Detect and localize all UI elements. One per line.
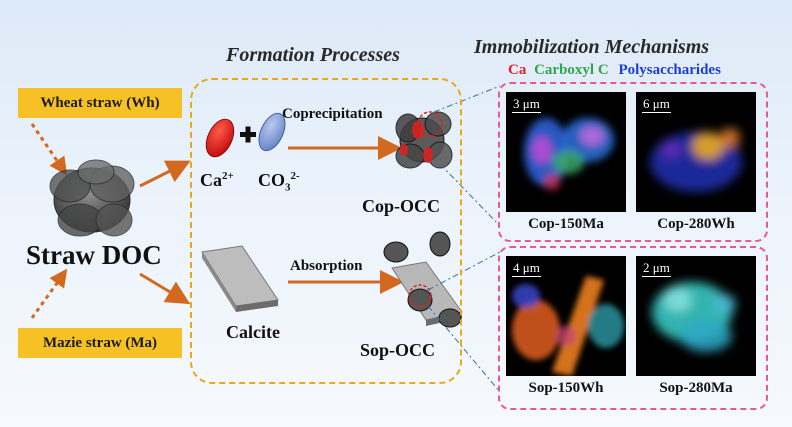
caption-cop-280wh: Cop-280Wh <box>657 216 735 232</box>
straw-doc-label: Straw DOC <box>26 240 162 270</box>
co3-ion-label: CO32- <box>258 170 300 194</box>
legend-ca: Ca <box>508 62 527 78</box>
micrograph-cop-150ma: 3 μm <box>506 92 626 212</box>
micrograph-sop-280ma: 2 μm <box>636 256 756 376</box>
cop-connector-top <box>433 85 501 113</box>
legend-polysaccharides: Polysaccharides <box>618 62 721 78</box>
calcite-label: Calcite <box>226 322 280 342</box>
sop-images-panel <box>498 246 768 410</box>
caption-sop-150wh: Sop-150Wh <box>528 380 604 396</box>
sop-occ-particle <box>383 231 463 328</box>
ca-ion-shape <box>205 118 235 158</box>
wheat-to-doc-arrow <box>30 123 68 176</box>
formation-panel <box>190 78 462 384</box>
micrograph-sop-150wh: 4 μm <box>506 256 626 376</box>
co3-ion-shape <box>258 112 286 152</box>
cop-occ-cluster <box>395 111 453 169</box>
micrograph-cop-280wh: 6 μm <box>636 92 756 212</box>
straw-doc-blob <box>49 159 135 237</box>
cop-images-panel <box>498 82 768 242</box>
cop-occ-label: Cop-OCC <box>362 196 441 216</box>
doc-to-cop-arrow <box>139 160 191 188</box>
caption-cop-150ma: Cop-150Ma <box>528 216 604 232</box>
immobilization-title: Immobilization Mechanisms <box>474 36 710 58</box>
element-legend: Ca Carboxyl C Polysaccharides <box>508 62 721 79</box>
cop-connector-bottom <box>439 163 501 227</box>
coprecipitation-label: Coprecipitation <box>282 106 383 122</box>
formation-title: Formation Processes <box>226 44 400 66</box>
maize-straw-label: Mazie straw (Ma) <box>18 328 182 358</box>
calcite-slab <box>201 245 279 312</box>
caption-sop-280ma: Sop-280Ma <box>659 380 733 396</box>
maize-to-doc-arrow <box>30 268 68 319</box>
sop-connector-bottom <box>427 305 501 393</box>
legend-carboxyl: Carboxyl C <box>534 62 609 78</box>
sop-occ-label: Sop-OCC <box>360 340 436 360</box>
wheat-straw-label: Wheat straw (Wh) <box>18 88 182 118</box>
absorption-label: Absorption <box>290 258 363 274</box>
doc-to-sop-arrow <box>139 272 191 305</box>
ca-ion-label: Ca2+ <box>200 170 234 190</box>
